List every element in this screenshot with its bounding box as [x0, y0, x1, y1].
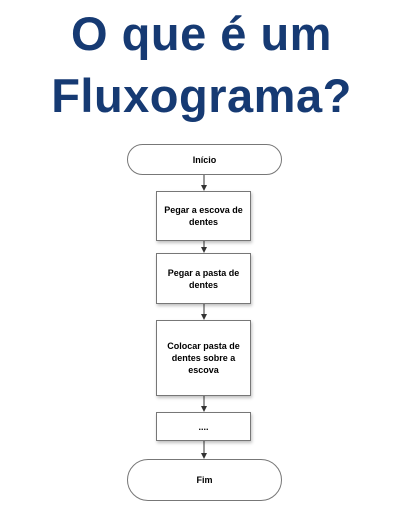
- flowchart-node-step4: ....: [156, 412, 251, 441]
- flowchart-node-step3: Colocar pasta de dentes sobre a escova: [156, 320, 251, 396]
- page-title-line-1: O que é um: [71, 7, 332, 60]
- flowchart-node-label: Pegar a pasta de dentes: [167, 267, 240, 290]
- flowchart-node-step2: Pegar a pasta de dentes: [156, 253, 251, 304]
- flowchart-node-label: Pegar a escova de dentes: [164, 205, 243, 227]
- flowchart-node-step1: Pegar a escova de dentes: [156, 191, 251, 241]
- flowchart-node-start: Início: [127, 144, 282, 175]
- flowchart-node-end: Fim: [127, 459, 282, 501]
- page-title-line-2: Fluxograma?: [51, 69, 352, 122]
- flowchart-node-label: ....: [198, 421, 209, 432]
- flowchart-node-label: Início: [192, 154, 217, 165]
- flowchart-node-label: Fim: [196, 475, 213, 485]
- flowchart-node-label: Colocar pasta de dentes sobre a escova: [167, 341, 240, 375]
